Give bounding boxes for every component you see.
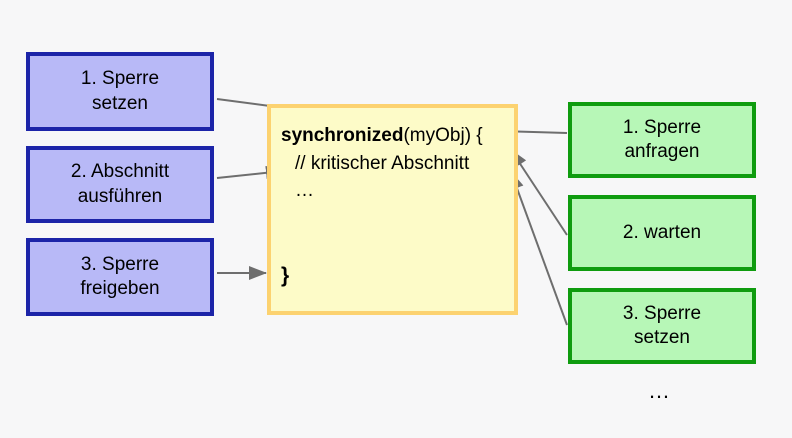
step-box-section-execute[interactable]: 2. Abschnitt ausführen [26,146,214,223]
right-column-ellipsis: … [648,378,672,403]
arrow-right-3 [510,171,568,326]
lock-box-line-2: setzen [634,327,690,348]
step-box-lock-release[interactable]: 3. Sperre freigeben [26,238,214,316]
lock-box-line-2: anfragen [624,141,700,162]
step-box-line-1: 3. Sperre [80,253,160,275]
step-box-line-2: setzen [92,92,148,114]
lock-box-set[interactable]: 3. Sperre setzen [568,288,756,364]
lock-box-wait[interactable]: 2. warten [568,195,756,271]
code-line-comment: // kritischer Abschnitt [295,152,470,174]
code-line-synchronized: synchronized(myObj) { [281,122,514,150]
synchronized-code-block: synchronized(myObj) { // kritischer Absc… [267,104,518,315]
step-box-line-1: 1. Sperre [80,68,160,90]
code-line-synchronized-rest: (myObj) { [403,125,483,146]
lock-box-line-1: 2. warten [622,221,702,243]
arrow-right-2 [510,149,568,236]
lock-box-line-1: 1. Sperre [622,116,702,138]
keyword-synchronized: synchronized [281,125,404,146]
step-box-line-1: 2. Abschnitt [70,161,170,183]
code-line-closing-brace: } [281,264,290,287]
step-box-line-2: ausführen [77,185,163,207]
step-box-line-2: freigeben [80,278,160,299]
lock-box-line-1: 3. Sperre [622,302,702,324]
lock-box-request[interactable]: 1. Sperre anfragen [568,102,756,178]
step-box-lock-set[interactable]: 1. Sperre setzen [26,52,214,131]
code-line-ellipsis: … [295,180,314,202]
